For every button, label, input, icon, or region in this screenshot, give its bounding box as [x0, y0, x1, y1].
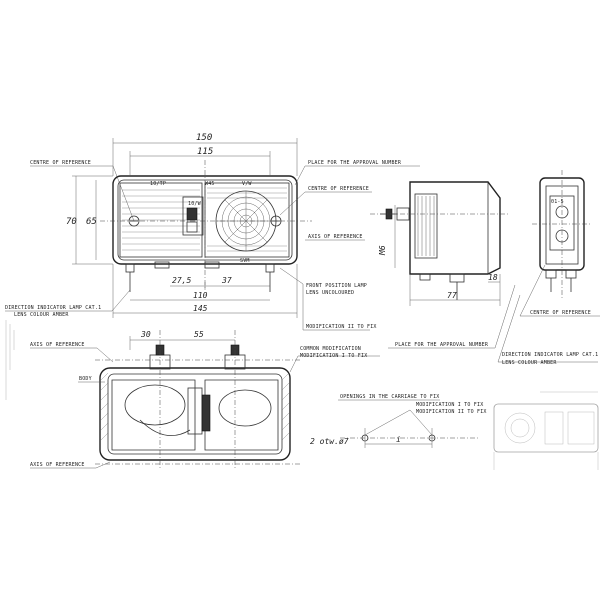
dim-77: 77 [447, 291, 457, 300]
dim-m6: M6 [378, 245, 387, 256]
dim-i: i [396, 435, 401, 444]
label-place-approval-top: PLACE FOR THE APPROVAL NUMBER [308, 160, 402, 166]
lens-mark-5: SVM [240, 258, 250, 264]
dim-27-5: 27,5 [172, 276, 191, 285]
front-leaders: CENTRE OF REFERENCE PLACE FOR THE APPROV… [5, 160, 420, 331]
dim-30: 30 [140, 330, 151, 339]
dim-110: 110 [193, 291, 208, 300]
label-common-modification: COMMON MODIFICATION [300, 346, 361, 352]
lens-mark-4: V/W [242, 181, 252, 187]
margin-marks [5, 320, 15, 400]
front-mount-studs [125, 261, 275, 292]
side-fins [414, 193, 438, 259]
dim-65: 65 [86, 217, 97, 227]
side-housing [409, 181, 501, 275]
section-leaders: AXIS OF REFERENCE BODY AXIS OF REFERENCE… [30, 342, 380, 469]
label-centre-of-reference-mid: CENTRE OF REFERENCE [308, 186, 369, 192]
amber-lens [119, 182, 203, 258]
label-axis-of-reference-mid: AXIS OF REFERENCE [308, 234, 363, 240]
lens-mark-2: W45 [205, 181, 215, 187]
label-lens-amber-left: LENS COLOUR AMBER [14, 312, 69, 318]
end-mark: 01-5 [551, 199, 564, 205]
dim-70: 70 [66, 217, 77, 227]
label-body: BODY [79, 376, 92, 382]
label-axis-of-reference-bottom: AXIS OF REFERENCE [30, 462, 85, 468]
reflector-left [124, 384, 186, 426]
label-mod-2-to-fix: MODIFICATION II TO FIX [416, 409, 487, 415]
dim-145: 145 [193, 304, 208, 313]
section-view [95, 330, 300, 470]
label-hole-spec: 2 otw.ø7 [310, 437, 349, 446]
label-front-position-lamp: FRONT POSITION LAMP [306, 283, 367, 289]
label-centre-of-reference-right: CENTRE OF REFERENCE [530, 310, 591, 316]
bulb-holder [182, 196, 204, 236]
label-direction-indicator-left: DIRECTION INDICATOR LAMP CAT.1 [5, 305, 101, 311]
rear-view-faint [493, 391, 599, 470]
label-openings: OPENINGS IN THE CARRIAGE TO FIX [340, 394, 440, 400]
dim-115: 115 [197, 147, 213, 157]
label-lens-amber-right: LENS COLOUR AMBER [502, 360, 557, 366]
screw-left-icon [128, 215, 140, 227]
label-modification-2: MODIFICATION II TO FIX [306, 324, 377, 330]
lens-mark-1: 10/TP [150, 181, 166, 187]
end-view: 01-5 [532, 170, 592, 298]
label-centre-of-reference-tl: CENTRE OF REFERENCE [30, 160, 91, 166]
section-hatch [100, 372, 290, 441]
right-leaders: PLACE FOR THE APPROVAL NUMBER CENTRE OF … [388, 264, 600, 366]
mounting-holes: OPENINGS IN THE CARRIAGE TO FIX MODIFICA… [310, 394, 487, 448]
reflector-right [218, 389, 272, 427]
label-mod-1-to-fix: MODIFICATION I TO FIX [416, 402, 483, 408]
bulb-icon [186, 207, 198, 221]
label-place-approval-right: PLACE FOR THE APPROVAL NUMBER [395, 342, 489, 348]
front-view: 10/TP W45 10/W V/W SVM [100, 160, 312, 292]
dim-18: 18 [488, 273, 498, 282]
side-view: M6 77 18 [370, 181, 510, 306]
label-modification-1: MODIFICATION I TO FIX [300, 353, 367, 359]
front-dimensions: 150 115 70 65 27,5 37 110 145 [66, 133, 298, 318]
dim-37: 37 [221, 276, 232, 285]
dim-55: 55 [194, 330, 204, 339]
section-dimensions: 30 55 [129, 330, 235, 350]
dim-150: 150 [196, 133, 212, 143]
label-direction-indicator-right: DIRECTION INDICATOR LAMP CAT.1 [502, 352, 598, 358]
white-lens-hatch [207, 187, 287, 252]
lens-mark-3: 10/W [188, 201, 202, 207]
label-axis-of-reference-left: AXIS OF REFERENCE [30, 342, 85, 348]
label-lens-uncoloured: LENS UNCOLOURED [306, 290, 354, 296]
section-body-outline [99, 367, 291, 461]
